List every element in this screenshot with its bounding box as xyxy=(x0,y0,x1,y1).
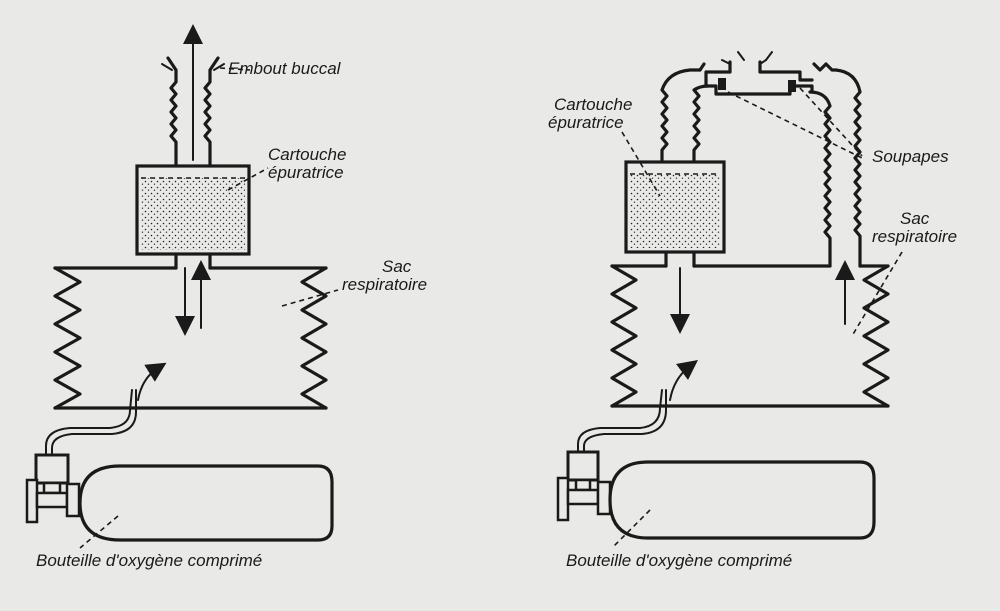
valve-exhale-icon xyxy=(788,80,796,92)
right-valve-block xyxy=(704,51,814,96)
left-leader-cartridge xyxy=(227,167,269,191)
right-leader-bag xyxy=(851,251,903,337)
right-regulator xyxy=(556,450,612,522)
left-leader-bag xyxy=(281,289,339,307)
left-oxygen-feed xyxy=(45,362,167,456)
right-leader-valves xyxy=(727,87,863,159)
left-oxygen-bottle xyxy=(78,464,334,542)
left-breathing-bag xyxy=(53,266,328,410)
right-loop-hose xyxy=(660,62,862,268)
right-label-cartridge-1: Cartouche xyxy=(554,95,632,114)
right-breathing-bag xyxy=(610,250,890,408)
left-cartridge xyxy=(135,164,251,256)
left-label-bag-2: respiratoire xyxy=(342,275,427,294)
right-label-valves: Soupapes xyxy=(872,147,949,166)
left-label-bag-1: Sac xyxy=(382,257,412,276)
right-leader-cartridge xyxy=(621,131,661,197)
right-label-bag-2: respiratoire xyxy=(872,227,957,246)
left-label-cartridge-2: épuratrice xyxy=(268,163,344,182)
right-label-bottle: Bouteille d'oxygène comprimé xyxy=(566,551,792,570)
right-diagram: Cartouche épuratrice Soupapes Sac respir… xyxy=(548,51,957,570)
right-airflow-arrows xyxy=(670,260,855,334)
left-mouthpiece-tube xyxy=(161,56,225,168)
left-label-bottle: Bouteille d'oxygène comprimé xyxy=(36,551,262,570)
valve-inhale-icon xyxy=(718,78,726,90)
right-oxygen-feed xyxy=(577,359,698,453)
left-label-cartridge-1: Cartouche xyxy=(268,145,346,164)
left-label-mouthpiece: Embout buccal xyxy=(228,59,342,78)
right-label-bag-1: Sac xyxy=(900,209,930,228)
left-airflow-arrows-bag xyxy=(175,260,211,336)
right-oxygen-bottle xyxy=(608,460,876,540)
left-diagram: Embout buccal Cartouche épuratrice Sac r… xyxy=(25,24,427,570)
right-label-cartridge-2: épuratrice xyxy=(548,113,624,132)
left-leader-bottle xyxy=(79,515,119,549)
left-regulator xyxy=(25,453,81,524)
left-connector xyxy=(174,252,212,270)
right-cartridge xyxy=(624,160,726,254)
